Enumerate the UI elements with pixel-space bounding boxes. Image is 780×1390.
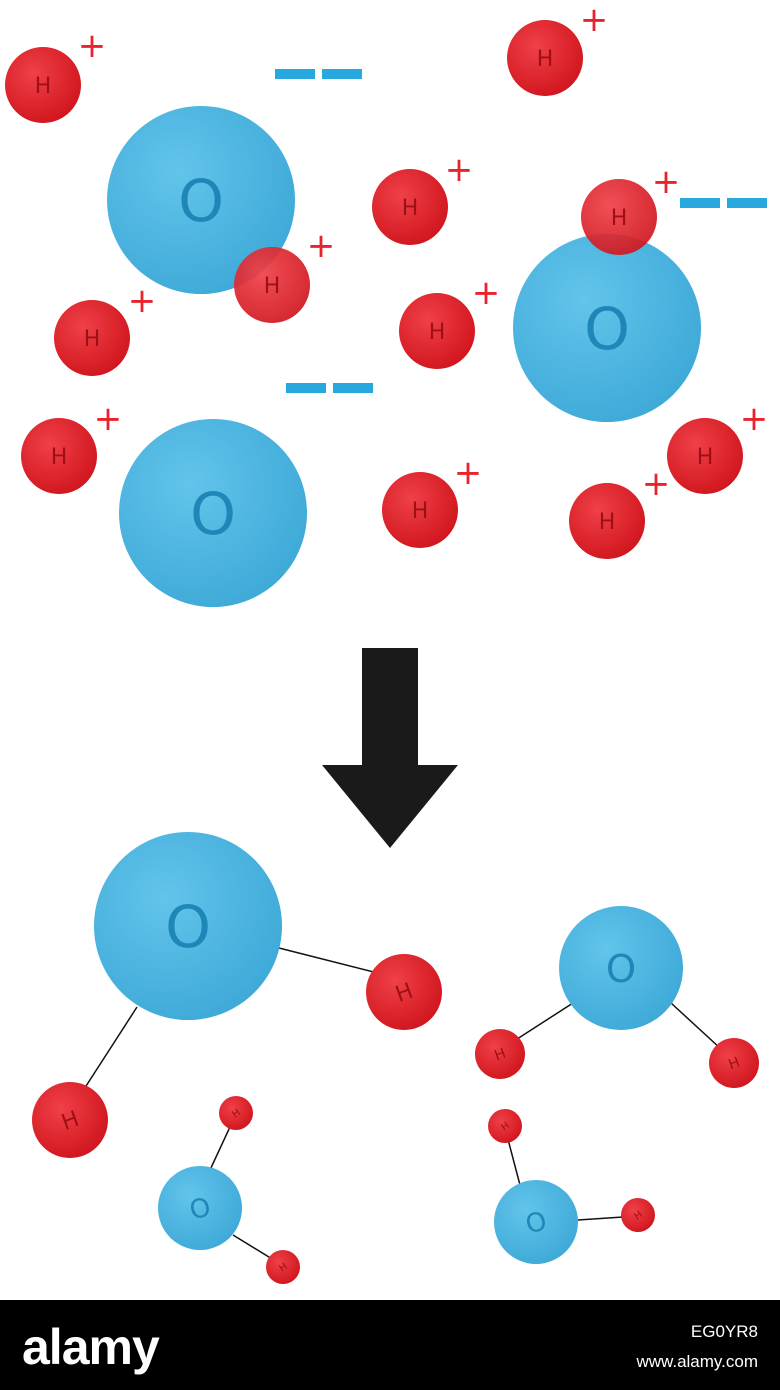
negative-charge <box>286 383 326 393</box>
positive-charge: + <box>78 26 107 66</box>
hydrogen-atom <box>219 1096 253 1130</box>
hydrogen-label: H <box>599 510 616 535</box>
oxygen-label: O <box>606 947 636 992</box>
hydrogen-atom <box>32 1082 108 1158</box>
oxygen-atom <box>119 419 307 607</box>
oxygen-label: O <box>178 167 224 235</box>
oxygen-atom <box>494 1180 578 1264</box>
negative-charge <box>727 198 767 208</box>
hydrogen-label: H <box>264 274 281 299</box>
positive-charge: + <box>445 150 474 190</box>
oxygen-atom <box>107 106 295 294</box>
oxygen-atom <box>559 906 683 1030</box>
oxygen-atom <box>513 234 701 422</box>
hydrogen-atom <box>488 1109 522 1143</box>
hydrogen-atom <box>372 169 448 245</box>
hydrogen-label: H <box>51 445 68 470</box>
hydrogen-atom <box>709 1038 759 1088</box>
negative-charge <box>333 383 373 393</box>
oxygen-atom <box>94 832 282 1020</box>
hydrogen-label: H <box>611 206 628 231</box>
hydrogen-label: H <box>84 327 101 352</box>
hydrogen-atom <box>569 483 645 559</box>
hydrogen-label: H <box>537 47 554 72</box>
hydrogen-label: H <box>697 445 714 470</box>
oxygen-label: O <box>165 893 211 961</box>
oxygen-atom <box>158 1166 242 1250</box>
hydrogen-atom <box>621 1198 655 1232</box>
negative-charge <box>680 198 720 208</box>
hydrogen-atom <box>266 1250 300 1284</box>
positive-charge: + <box>642 464 671 504</box>
positive-charge: + <box>740 399 769 439</box>
negative-charge <box>275 69 315 79</box>
hydrogen-label: H <box>493 1046 509 1065</box>
positive-charge: + <box>128 281 157 321</box>
hydrogen-label: H <box>35 74 52 99</box>
hydrogen-atom <box>667 418 743 494</box>
hydrogen-atom <box>399 293 475 369</box>
positive-charge: + <box>94 399 123 439</box>
reactants-group: O H O H O H H H H H H H H H + + + + + + + + + + + <box>5 0 768 607</box>
hydrogen-atom <box>234 247 310 323</box>
watermark-bar: alamy EG0YR8 www.alamy.com <box>0 1300 780 1390</box>
hydrogen-atom <box>475 1029 525 1079</box>
hydrogen-atom <box>21 418 97 494</box>
reaction-diagram: O H O H O H H H H H H H H H + + + + + + + + + + + O H H O H H O H H O H H <box>5 0 768 1284</box>
brand-logo: alamy <box>22 1319 160 1375</box>
hydrogen-label: H <box>727 1055 743 1074</box>
oxygen-label: O <box>584 295 630 363</box>
site-url: www.alamy.com <box>636 1352 758 1371</box>
hydrogen-label: H <box>412 499 429 524</box>
negative-charge <box>322 69 362 79</box>
positive-charge: + <box>652 162 681 202</box>
hydrogen-atom <box>382 472 458 548</box>
hydrogen-atom <box>54 300 130 376</box>
image-id: EG0YR8 <box>690 1322 758 1341</box>
down-arrow-icon <box>322 648 458 848</box>
arrow-shaft <box>362 648 418 768</box>
hydrogen-atom <box>366 954 442 1030</box>
hydrogen-label: H <box>429 320 446 345</box>
hydrogen-atom <box>507 20 583 96</box>
bond-line <box>76 1006 138 1101</box>
positive-charge: + <box>454 453 483 493</box>
oxygen-label: O <box>190 480 236 548</box>
arrow-head <box>322 765 458 848</box>
positive-charge: + <box>580 0 609 40</box>
hydrogen-atom <box>581 179 657 255</box>
positive-charge: + <box>472 273 501 313</box>
hydrogen-atom <box>5 47 81 123</box>
positive-charge: + <box>307 226 336 266</box>
hydrogen-label: H <box>402 196 419 221</box>
